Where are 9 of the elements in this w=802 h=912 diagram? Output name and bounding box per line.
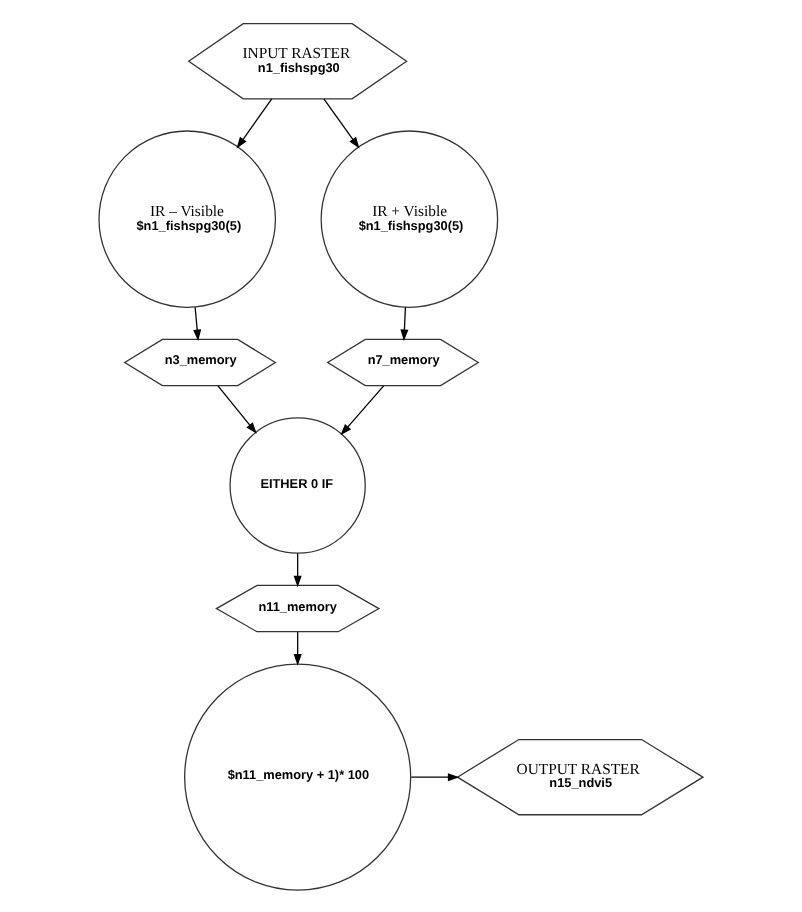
arrow <box>340 384 385 435</box>
arrow <box>400 305 409 341</box>
arrow <box>193 305 202 341</box>
arrow <box>236 97 273 148</box>
arrow <box>293 551 302 587</box>
arrow <box>323 97 360 148</box>
arrow <box>410 772 460 781</box>
arrow <box>217 384 257 433</box>
arrow <box>293 630 302 665</box>
